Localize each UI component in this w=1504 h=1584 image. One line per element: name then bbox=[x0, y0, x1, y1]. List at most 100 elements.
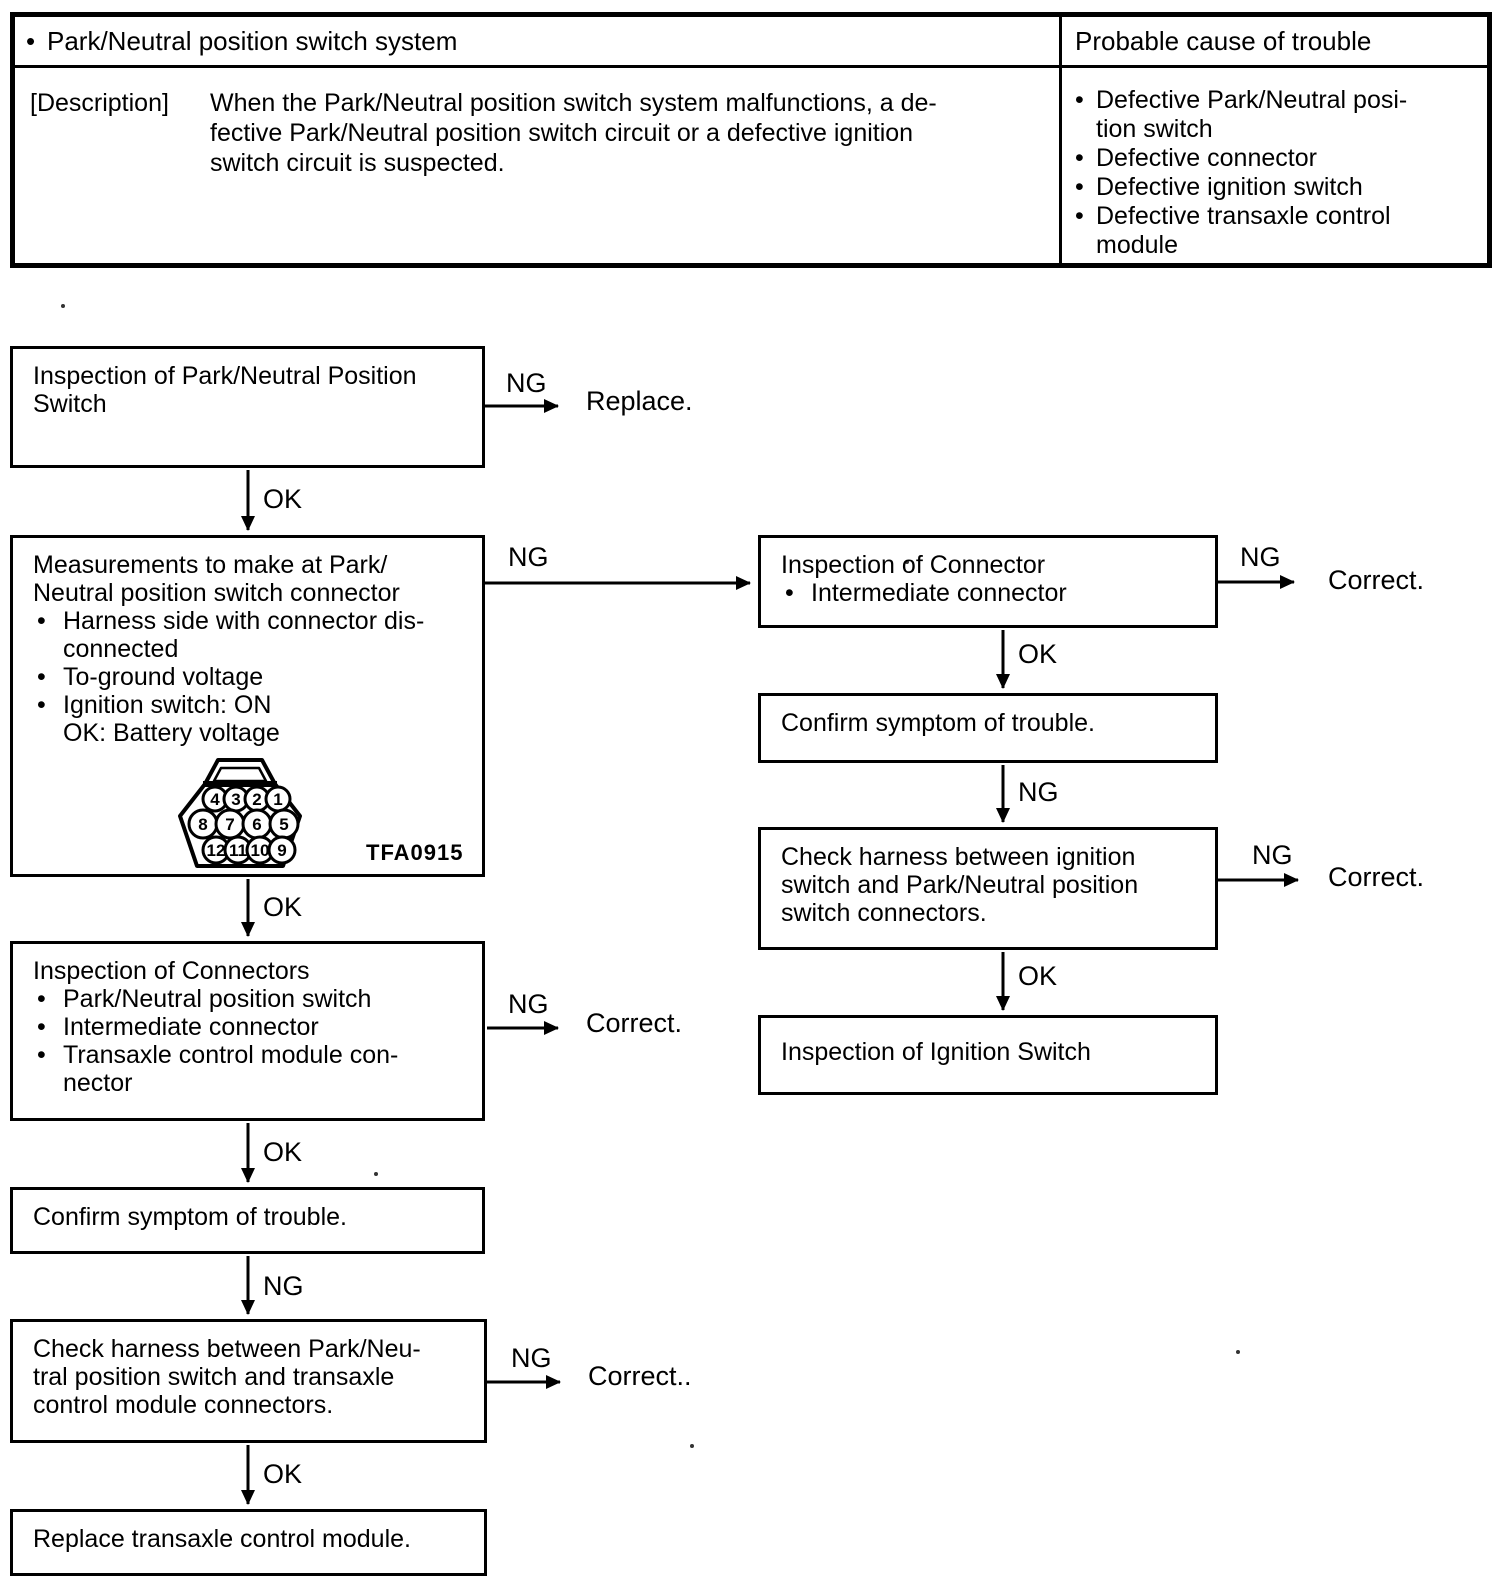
scan-artifact bbox=[905, 560, 909, 564]
flow-box-inspect-connectors: Inspection of Connectors•Park/Neutral po… bbox=[10, 941, 485, 1121]
scan-artifact bbox=[690, 1444, 694, 1448]
bullet-icon: • bbox=[26, 25, 36, 56]
table-causes-cell: •Defective Park/Neutral posi-tion switch… bbox=[1062, 68, 1487, 263]
text-line: fective Park/Neutral position switch cir… bbox=[210, 119, 914, 147]
text-line: •Ignition switch: ON bbox=[33, 691, 472, 719]
ok-label-box5: OK bbox=[263, 1459, 303, 1489]
pin-number: 6 bbox=[252, 815, 261, 834]
ng-label-boxB: NG bbox=[1018, 777, 1059, 807]
terminal-replace: Replace. bbox=[586, 386, 693, 416]
text-line: • Transaxle control module con- bbox=[33, 1041, 472, 1069]
flow-box-replace-tcm: Replace transaxle control module. bbox=[10, 1509, 487, 1576]
table-header-probable-cause: Probable cause of trouble bbox=[1062, 17, 1487, 68]
bullet-text: To-ground voltage bbox=[63, 663, 264, 691]
text-line: • Intermediate connector bbox=[781, 579, 1205, 607]
bullet-icon: • bbox=[37, 663, 46, 691]
text-line: Replace transaxle control module. bbox=[33, 1525, 411, 1553]
text-line: tion switch bbox=[1096, 115, 1213, 143]
flow-box-confirm-symptom-left: Confirm symptom of trouble. bbox=[10, 1187, 485, 1254]
text-line: Inspection of Park/Neutral Position bbox=[33, 362, 417, 390]
ok-label-box1: OK bbox=[263, 484, 303, 514]
text-line: •Defective connector bbox=[1074, 144, 1481, 173]
text-line: Inspection of Connectors bbox=[33, 957, 310, 985]
terminal-correct-boxA: Correct. bbox=[1328, 565, 1425, 595]
pin-number: 10 bbox=[251, 841, 270, 860]
scan-artifact bbox=[374, 1172, 378, 1176]
ng-label-boxA: NG bbox=[1240, 542, 1281, 572]
text-line: •Defective Park/Neutral posi- bbox=[1074, 86, 1481, 115]
causes-list: •Defective Park/Neutral posi-tion switch… bbox=[1074, 86, 1481, 260]
ng-label-box4: NG bbox=[263, 1271, 304, 1301]
text-line: Check harness between Park/Neu- bbox=[33, 1335, 421, 1363]
pin-number: 2 bbox=[252, 790, 261, 809]
text-line: • Harness side with connector dis- bbox=[33, 607, 472, 635]
flow-box-inspect-ignition-switch: Inspection of Ignition Switch bbox=[758, 1015, 1218, 1095]
connector-housing bbox=[178, 758, 302, 868]
text-line: • Intermediate connector bbox=[33, 1013, 472, 1041]
text-line: Measurements to make at Park/ bbox=[33, 551, 388, 579]
pin-number: 12 bbox=[207, 841, 226, 860]
pin-number: 4 bbox=[210, 790, 220, 809]
probable-cause-title: Probable cause of trouble bbox=[1075, 25, 1372, 56]
bullet-text: Defective connector bbox=[1096, 144, 1317, 172]
text-line: module bbox=[1096, 231, 1178, 259]
bullet-icon: • bbox=[1075, 86, 1084, 114]
text-line: Confirm symptom of trouble. bbox=[33, 1203, 347, 1231]
ok-label-boxA: OK bbox=[1018, 639, 1058, 669]
text-line: tral position switch and transaxle bbox=[33, 1363, 395, 1391]
text-line: switch and Park/Neutral position bbox=[781, 871, 1139, 899]
terminal-correct-box3: Correct. bbox=[586, 1008, 683, 1038]
bullet-text: Harness side with connector dis- bbox=[63, 607, 425, 635]
bullet-text: Park/Neutral position switch system bbox=[47, 25, 458, 56]
text-line: • Park/Neutral position switch bbox=[33, 985, 472, 1013]
text-line: •Defective ignition switch bbox=[1074, 173, 1481, 202]
connector-pin bbox=[267, 835, 297, 865]
text-line: connected bbox=[63, 635, 179, 663]
ok-label-boxC: OK bbox=[1018, 961, 1058, 991]
pin-number: 9 bbox=[277, 841, 286, 860]
text-line: control module connectors. bbox=[33, 1391, 334, 1419]
text-line: switch connectors. bbox=[781, 899, 987, 927]
pin-number: 1 bbox=[273, 790, 282, 809]
bullet-text: Intermediate connector bbox=[63, 1013, 319, 1041]
ng-label-boxC: NG bbox=[1252, 840, 1293, 870]
scan-artifact bbox=[1236, 1350, 1240, 1354]
terminal-correct-box5: Correct.. bbox=[588, 1361, 692, 1391]
text-line: OK: Battery voltage bbox=[63, 719, 280, 747]
text-line: • To-ground voltage bbox=[33, 663, 472, 691]
pin-number: 7 bbox=[225, 815, 234, 834]
bullet-icon: • bbox=[37, 607, 46, 635]
text-line: switch circuit is suspected. bbox=[210, 149, 505, 177]
text-line: Confirm symptom of trouble. bbox=[781, 709, 1095, 737]
text-line: nector bbox=[63, 1069, 133, 1097]
text-line: • Defective transaxle control bbox=[1074, 202, 1481, 231]
ng-label-box5: NG bbox=[511, 1343, 552, 1373]
connector-tab bbox=[212, 766, 268, 783]
flow-box-inspect-connector-right: Inspection of Connector• Intermediate con… bbox=[758, 535, 1218, 628]
bullet-text: Park/Neutral position switch bbox=[63, 985, 372, 1013]
bullet-icon: • bbox=[37, 1013, 46, 1041]
description-label: [Description] bbox=[30, 89, 169, 117]
bullet-icon: • bbox=[785, 579, 794, 607]
pin-number: 3 bbox=[231, 790, 240, 809]
text-line: Inspection of Connector bbox=[781, 551, 1046, 579]
flow-box-confirm-symptom-right: Confirm symptom of trouble. bbox=[758, 693, 1218, 763]
bullet-text: Ignition switch: ON bbox=[63, 691, 272, 719]
bullet-icon: • bbox=[37, 985, 46, 1013]
bullet-icon: • bbox=[37, 1041, 46, 1069]
ng-label-box3: NG bbox=[508, 989, 549, 1019]
bullet-text: Transaxle control module con- bbox=[63, 1041, 399, 1069]
figure-code: TFA0915 bbox=[366, 840, 464, 865]
text-line: Check harness between ignition bbox=[781, 843, 1136, 871]
bullet-icon: • bbox=[1075, 173, 1084, 201]
ok-label-box2: OK bbox=[263, 892, 303, 922]
bullet-text: Defective transaxle control bbox=[1096, 202, 1391, 230]
bullet-text: Intermediate connector bbox=[811, 579, 1067, 607]
bullet-icon: • bbox=[1075, 202, 1084, 230]
scan-artifact bbox=[61, 304, 65, 308]
text-line: When the Park/Neutral position switch sy… bbox=[210, 89, 937, 117]
connector-pin-diagram: 4 3 2 1 8 7 6 5 12 11 10 9 bbox=[178, 758, 302, 868]
